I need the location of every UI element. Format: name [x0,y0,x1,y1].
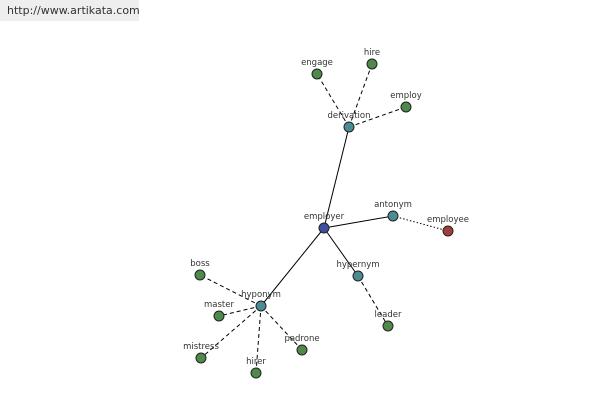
node-label-hyponym: hyponym [241,290,281,300]
node-label-padrone: padrone [284,334,319,344]
edge-hyponym-mistress [200,305,262,359]
nodes-layer [194,58,454,379]
source-link[interactable]: http://www.artikata.com [0,0,140,21]
node-label-boss: boss [190,259,210,269]
edge-hyponym-boss [199,274,262,307]
node-label-derivation: derivation [327,111,370,121]
node-mistress[interactable] [195,352,207,364]
edge-employer-derivation [323,126,350,229]
node-label-employee: employee [427,215,469,225]
node-label-employ: employ [390,91,422,101]
node-hirer[interactable] [250,367,262,379]
edge-hyponym-master [218,305,262,317]
node-employ[interactable] [400,101,412,113]
edge-antonym-employee [392,215,449,232]
edge-hypernym-leader [357,275,389,327]
node-master[interactable] [213,310,225,322]
node-label-mistress: mistress [183,342,219,352]
node-leader[interactable] [382,320,394,332]
edge-employer-hypernym [323,227,359,277]
node-label-hire: hire [364,48,380,58]
node-hire[interactable] [366,58,378,70]
node-label-master: master [204,300,234,310]
node-label-hirer: hirer [246,357,266,367]
edge-employer-hyponym [260,227,325,307]
edge-employer-antonym [323,215,394,229]
edges-layer [199,63,449,374]
node-antonym[interactable] [387,210,399,222]
labels-layer: employer derivation antonym hypernym hyponym… [183,48,469,367]
node-label-leader: leader [375,310,402,320]
node-engage[interactable] [311,68,323,80]
node-boss[interactable] [194,269,206,281]
node-hyponym[interactable] [255,300,267,312]
node-padrone[interactable] [296,344,308,356]
edge-derivation-employ [348,106,407,128]
node-derivation[interactable] [343,121,355,133]
node-employee[interactable] [442,225,454,237]
node-label-engage: engage [301,58,333,68]
node-hypernym[interactable] [352,270,364,282]
node-label-hypernym: hypernym [336,260,379,270]
edge-derivation-engage [316,73,350,128]
node-label-employer: employer [304,212,345,222]
node-label-antonym: antonym [374,200,412,210]
edge-hyponym-padrone [260,305,303,351]
node-employer[interactable] [318,222,330,234]
